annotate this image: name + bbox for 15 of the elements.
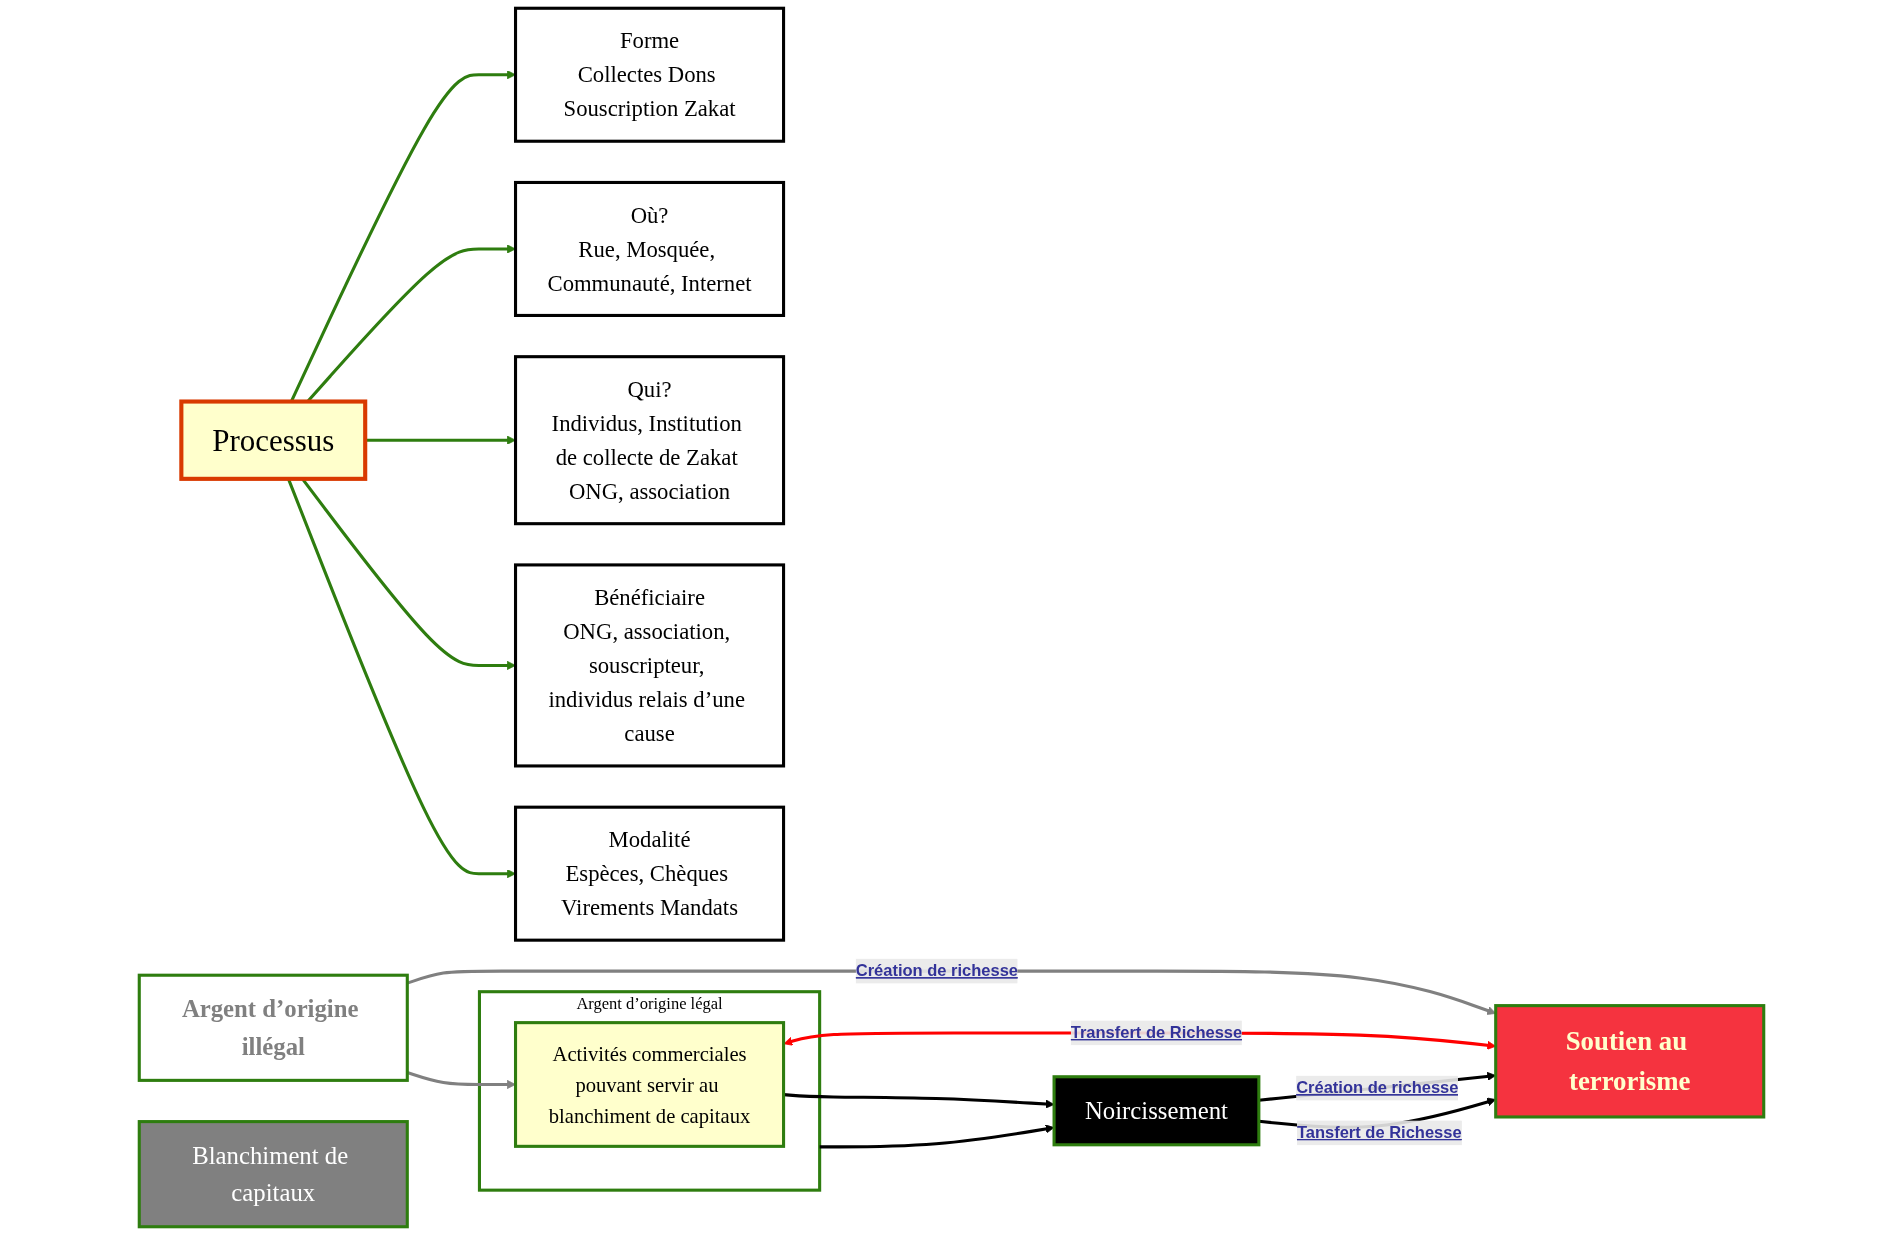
node-box: Soutien au terrorisme <box>1494 1004 1766 1119</box>
node-box: Argent d’origine illégal <box>137 973 409 1082</box>
node-box: Bénéficiaire ONG, association, souscripteur, individus relais d’une cause <box>514 563 786 768</box>
node-box: Où? Rue, Mosquée, Communauté, Internet <box>514 180 786 317</box>
node-box: Forme Collectes Dons Souscription Zakat <box>514 6 786 143</box>
node-box: Blanchiment de capitaux <box>137 1120 409 1229</box>
node-box: Qui? Individus, Institution de collecte de Zakat ONG, association <box>514 355 786 526</box>
node-box: Noircissement <box>1052 1075 1261 1147</box>
node-box: Modalité Espèces, Chèques Virements Mandats <box>514 805 786 942</box>
node-box: Processus <box>179 399 368 481</box>
edge-label: Transfert de Richesse <box>1070 1023 1243 1042</box>
edge-label: Création de richesse <box>855 961 1018 980</box>
edge-label: Création de richesse <box>1296 1078 1459 1097</box>
node-box: Activités commerciales pouvant servir au blanchiment de capitaux <box>514 1021 786 1148</box>
edge-label: Tansfert de Richesse <box>1296 1123 1462 1142</box>
